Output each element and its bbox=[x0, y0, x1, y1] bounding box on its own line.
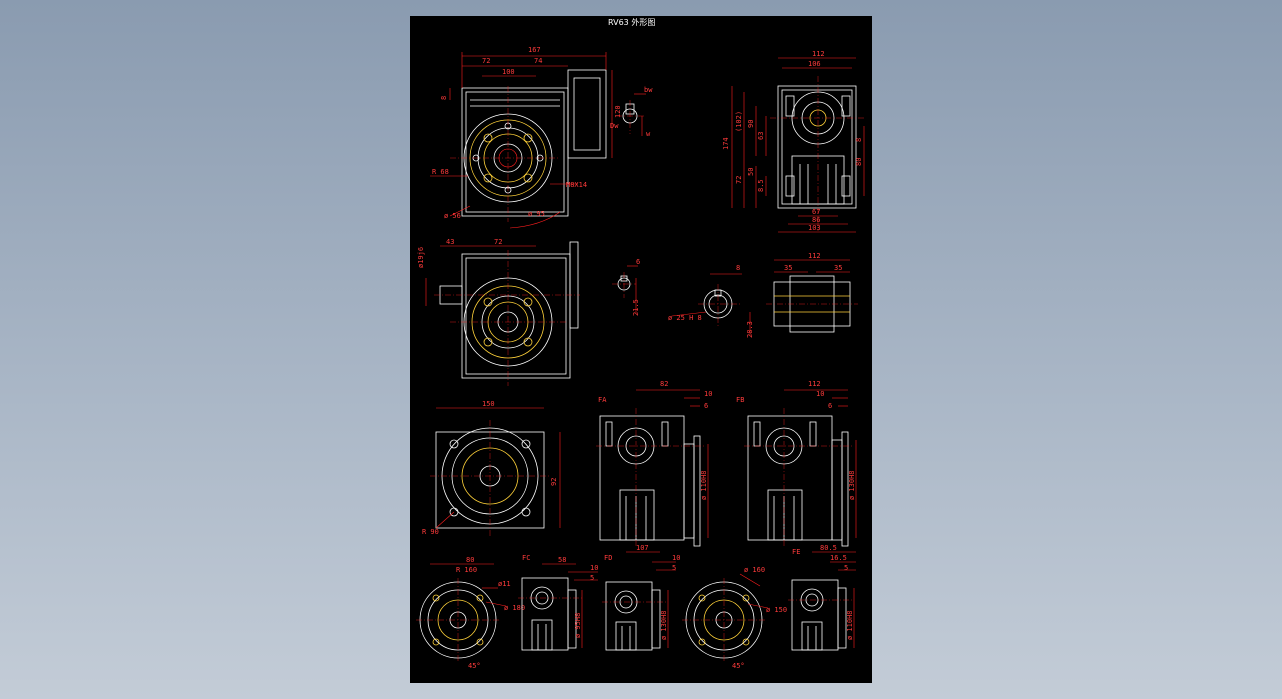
side-106: 106 bbox=[808, 60, 821, 68]
dim-100: 100 bbox=[502, 68, 515, 76]
dim-d95: ø 95 bbox=[528, 210, 545, 218]
flange-92: 92 bbox=[550, 478, 558, 486]
fc-5: 5 bbox=[590, 574, 594, 582]
rf1-80: 80 bbox=[466, 556, 474, 564]
rf1-11: ø11 bbox=[498, 580, 511, 588]
hollow-shaft-section: 8 ø 25 H 8 28.3 bbox=[668, 264, 754, 338]
side-90: 90 bbox=[747, 120, 755, 128]
round-flange-view-1: 80 R 160 ø11 ø 180 45° bbox=[416, 556, 525, 670]
side-112: 112 bbox=[812, 50, 825, 58]
main-front-view: 167 72 74 100 120 8 R 68 M8X14 ø 56 ø 95 bbox=[430, 46, 622, 229]
flange-150: 150 bbox=[482, 400, 495, 408]
fa-label: FA bbox=[598, 396, 607, 404]
hollow-28-3: 28.3 bbox=[746, 321, 754, 338]
fe-16-5: 16.5 bbox=[830, 554, 847, 562]
fb-dia: ø 130H8 bbox=[848, 470, 856, 500]
shaft-section-small: 6 21.5 bbox=[612, 258, 640, 316]
fc-dia: ø 95H8 bbox=[574, 613, 582, 638]
side-50: 50 bbox=[747, 168, 755, 176]
fc-label: FC bbox=[522, 554, 530, 562]
fe-dia: ø 110H8 bbox=[846, 610, 854, 640]
fd-dia: ø 130H8 bbox=[660, 610, 668, 640]
dim-m8x14: M8X14 bbox=[566, 181, 587, 189]
dim-r68: R 68 bbox=[432, 168, 449, 176]
fe-80-5: 80.5 bbox=[820, 544, 837, 552]
dim-120: 120 bbox=[614, 105, 622, 118]
fa-view: FA 82 10 6 ø 110H8 bbox=[596, 380, 712, 548]
dim-d56: ø 56 bbox=[444, 212, 461, 220]
input-43: 43 bbox=[446, 238, 454, 246]
dim-72: 72 bbox=[482, 57, 490, 65]
rf2-150: ø 150 bbox=[766, 606, 787, 614]
fa-6: 6 bbox=[704, 402, 708, 410]
dim-167: 167 bbox=[528, 46, 541, 54]
hollow-d25: ø 25 H 8 bbox=[668, 314, 702, 322]
output-35b: 35 bbox=[834, 264, 842, 272]
input-shaft-dia: ø19j6 bbox=[417, 247, 425, 268]
cad-drawing: RV63 外形图 167 72 74 100 120 bbox=[416, 17, 866, 670]
side-80: 80 bbox=[855, 158, 863, 166]
side-view: 112 106 174 (102) 90 63 72 50 8.5 80 8 6… bbox=[722, 50, 866, 233]
rf2-160: ø 160 bbox=[744, 566, 765, 574]
rf1-r: R 160 bbox=[456, 566, 477, 574]
input-shaft-view: 43 72 ø19j6 bbox=[417, 238, 580, 386]
drawing-title: RV63 外形图 bbox=[608, 17, 655, 27]
fa-dia: ø 110H8 bbox=[700, 470, 708, 500]
fb-6: 6 bbox=[828, 402, 832, 410]
fa-10: 10 bbox=[704, 390, 712, 398]
square-flange-view: 150 92 R 90 bbox=[422, 400, 561, 536]
rf2-45: 45° bbox=[732, 662, 745, 670]
dim-8: 8 bbox=[440, 96, 448, 100]
side-63: 63 bbox=[757, 132, 765, 140]
key-w: w bbox=[646, 130, 651, 138]
output-35a: 35 bbox=[784, 264, 792, 272]
side-86: 86 bbox=[812, 216, 820, 224]
fd-view: FD 107 10 5 ø 130H8 bbox=[602, 544, 680, 651]
fd-107: 107 bbox=[636, 544, 649, 552]
fb-label: FB bbox=[736, 396, 744, 404]
side-8-5: 8.5 bbox=[757, 179, 765, 192]
fd-label: FD bbox=[604, 554, 612, 562]
rf1-180: ø 180 bbox=[504, 604, 525, 612]
hollow-8: 8 bbox=[736, 264, 740, 272]
key-dw: Dw bbox=[610, 122, 619, 130]
side-103: 103 bbox=[808, 224, 821, 232]
fb-10: 10 bbox=[816, 390, 824, 398]
fb-112: 112 bbox=[808, 380, 821, 388]
side-102: (102) bbox=[735, 111, 743, 132]
fe-label: FE bbox=[792, 548, 800, 556]
fd-10: 10 bbox=[672, 554, 680, 562]
key-bw: bw bbox=[644, 86, 653, 94]
fc-58: 58 bbox=[558, 556, 566, 564]
side-174: 174 bbox=[722, 137, 730, 150]
side-8: 8 bbox=[855, 138, 863, 142]
flange-r90: R 90 bbox=[422, 528, 439, 536]
drawing-sheet: RV63 外形图 167 72 74 100 120 bbox=[410, 16, 872, 683]
fe-5: 5 bbox=[844, 564, 848, 572]
fa-82: 82 bbox=[660, 380, 668, 388]
section-6: 6 bbox=[636, 258, 640, 266]
output-side-view: 112 35 35 bbox=[766, 252, 858, 333]
section-21-5: 21.5 bbox=[632, 299, 640, 316]
side-72: 72 bbox=[735, 176, 743, 184]
dim-74: 74 bbox=[534, 57, 542, 65]
input-72: 72 bbox=[494, 238, 502, 246]
round-flange-view-2: ø 160 ø 150 45° bbox=[682, 566, 787, 670]
side-67: 67 bbox=[812, 208, 820, 216]
fc-view: FC 58 10 5 ø 95H8 bbox=[518, 554, 598, 651]
fe-view: FE 80.5 16.5 5 ø 110H8 bbox=[788, 544, 856, 651]
output-112: 112 bbox=[808, 252, 821, 260]
fd-5: 5 bbox=[672, 564, 676, 572]
rf1-45: 45° bbox=[468, 662, 481, 670]
key-detail: bw Dw w bbox=[610, 86, 653, 138]
fc-10: 10 bbox=[590, 564, 598, 572]
fb-view: FB 112 10 6 ø 130H8 bbox=[736, 380, 857, 548]
